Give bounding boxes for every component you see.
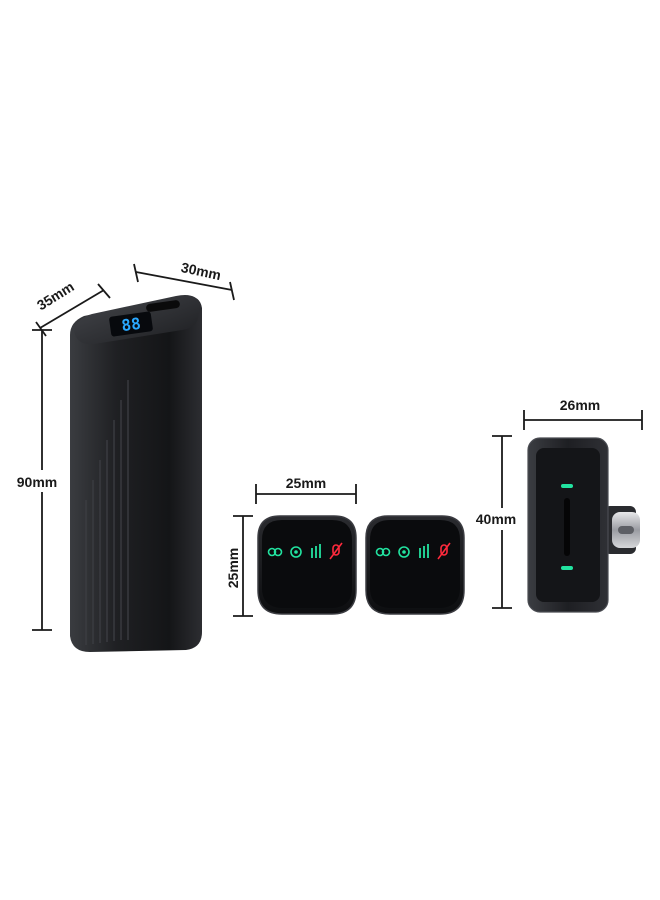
link-icon [375,547,391,557]
mute-icon [329,542,343,560]
signal-bars-icon [419,544,429,558]
receiver-slot [564,498,570,556]
noise-reduction-icon [290,546,302,558]
transmitter-mic-2 [365,515,465,615]
case-body [70,295,202,652]
case-height-label: 90mm [17,474,57,490]
signal-bars-icon [311,544,321,558]
case-width-label: 30mm [180,259,223,283]
case-depth-dimension [35,283,111,337]
mic-width-label: 25mm [286,475,326,491]
case-depth-label: 35mm [34,278,77,313]
case-width-dimension [133,263,235,301]
mic-height-label: 25mm [225,548,241,588]
charging-case: 88 [70,295,202,652]
receiver-width-label: 26mm [560,397,600,413]
mic-height-label-bg [222,540,242,596]
link-icon [267,547,283,557]
mute-icon [437,542,451,560]
receiver-bottom-led [561,566,573,570]
case-grooves [85,380,129,645]
transmitter-mic-1 [257,515,357,615]
receiver-top-led [561,484,573,488]
noise-reduction-icon [398,546,410,558]
receiver-height-label-bg [470,508,522,530]
case-display-digits: 88 [120,314,142,335]
receiver [527,437,640,613]
receiver-width-dimension [523,410,643,430]
mic-height-dimension [233,515,253,617]
usb-c-port [146,300,180,312]
case-height-label-bg [8,470,68,492]
receiver-height-label: 40mm [476,511,516,527]
usb-c-plug-opening [618,526,634,534]
mic-width-dimension [255,484,357,504]
case-battery-display: 88 [109,311,153,337]
